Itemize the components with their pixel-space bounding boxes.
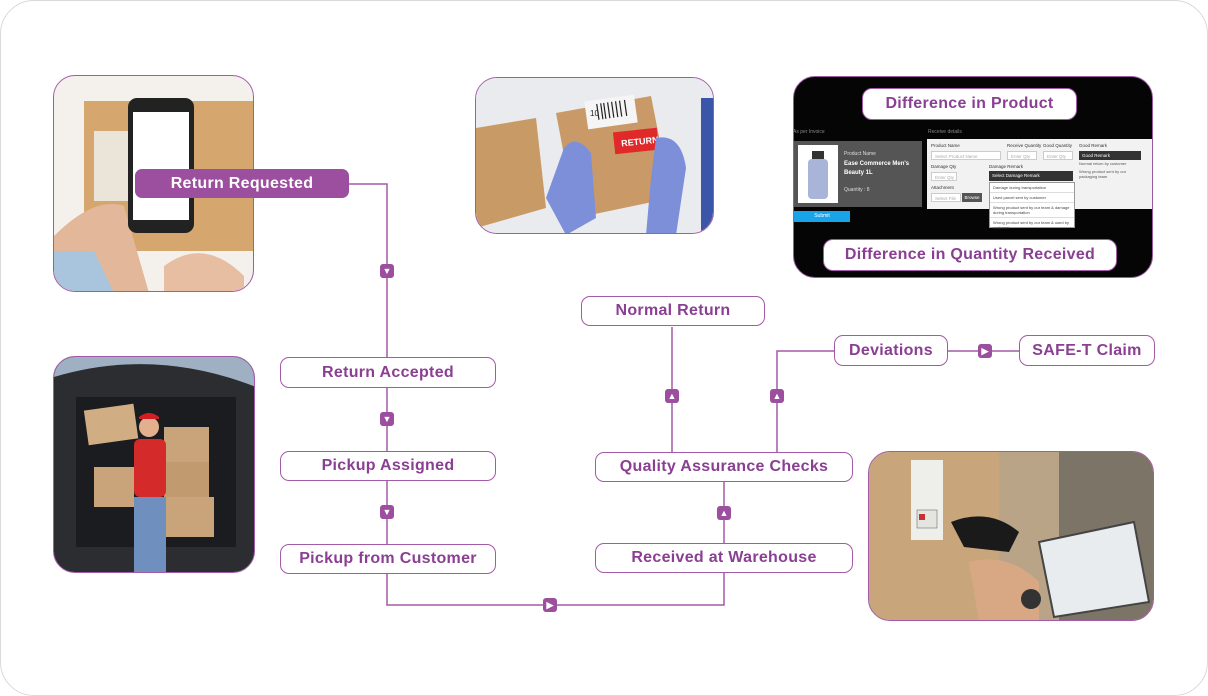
connector-requested-accepted (348, 183, 388, 357)
product-name-label: Product Name (844, 151, 876, 157)
chevron-right-icon: ▶ (543, 598, 557, 612)
col-good-remark: Good Remark (1079, 143, 1108, 148)
chevron-right-icon: ▶ (978, 344, 992, 358)
product-panel: Product Name Ease Commerce Men's Beauty … (794, 141, 922, 207)
received-at-warehouse-step: Received at Warehouse (595, 543, 853, 573)
return-accepted-step: Return Accepted (280, 357, 496, 388)
damage-qty-label: Damage Qty (931, 164, 957, 169)
difference-in-product-label: Difference in Product (862, 88, 1077, 120)
chevron-down-icon: ▼ (380, 505, 394, 519)
return-requested-step: Return Requested (135, 169, 349, 198)
pickup-assigned-step: Pickup Assigned (280, 451, 496, 481)
quality-assurance-checks-step: Quality Assurance Checks (595, 452, 853, 482)
chevron-up-icon: ▲ (665, 389, 679, 403)
submit-button[interactable]: Submit (794, 211, 850, 222)
connector-qa-deviations (776, 350, 834, 452)
normal-return-step: Normal Return (581, 296, 765, 326)
right-header: Receive details (928, 129, 962, 135)
chevron-up-icon: ▲ (717, 506, 731, 520)
product-name: Ease Commerce Men's Beauty 1L (844, 161, 910, 176)
select-product-input[interactable]: Select Product Name (931, 151, 1001, 160)
col-good-qty: Good Quantity (1043, 143, 1073, 148)
good-remark-option[interactable]: Wrong product sent by our packaging team (1079, 169, 1127, 179)
dropdown-option[interactable]: Wrong product sent by our team & used by… (993, 220, 1069, 230)
photo-barcode-scanner (868, 451, 1154, 621)
pickup-from-customer-step: Pickup from Customer (280, 544, 496, 574)
attachment-label: Attachment (931, 185, 954, 190)
select-file-input[interactable]: Select File (931, 193, 961, 202)
good-remark-option[interactable]: Normal return by customer (1079, 161, 1127, 166)
chevron-down-icon: ▼ (380, 264, 394, 278)
col-product-name: Product Name (931, 143, 960, 148)
dropdown-option[interactable]: Used parcel sent by customer (990, 193, 1074, 203)
damage-qty-input[interactable]: Enter Qty (931, 172, 957, 181)
left-header: As per Invoice (793, 129, 825, 135)
svg-text:10: 10 (590, 109, 599, 118)
difference-in-quantity-label: Difference in Quantity Received (823, 239, 1117, 271)
safe-t-claim-step: SAFE-T Claim (1019, 335, 1155, 366)
dropdown-option[interactable]: Damage during transportation (990, 183, 1074, 193)
damage-remark-label: Damage Remark (989, 164, 1024, 169)
damage-remark-dropdown: Damage during transportation Used parcel… (989, 182, 1075, 230)
col-receive-qty: Receive Quantity (1007, 143, 1042, 148)
chevron-down-icon: ▼ (380, 412, 394, 426)
deviations-step: Deviations (834, 335, 948, 366)
good-remark-select[interactable]: Good Remark (1079, 151, 1141, 160)
photo-return-box: 10 RETURN (475, 77, 714, 234)
product-image (798, 145, 838, 203)
svg-text:RETURN: RETURN (621, 135, 659, 149)
damage-remark-select[interactable]: Select Damage Remark (989, 171, 1073, 181)
photo-delivery-van (53, 356, 255, 573)
dropdown-option[interactable]: Wrong product sent by our team & damage … (990, 203, 1074, 218)
chevron-up-icon: ▲ (770, 389, 784, 403)
product-quantity: Quantity : 8 (844, 187, 870, 193)
good-qty-input[interactable]: Enter Qty (1043, 151, 1073, 160)
receive-qty-input[interactable]: Enter Qty (1007, 151, 1037, 160)
browse-button[interactable]: Browse (962, 193, 982, 202)
